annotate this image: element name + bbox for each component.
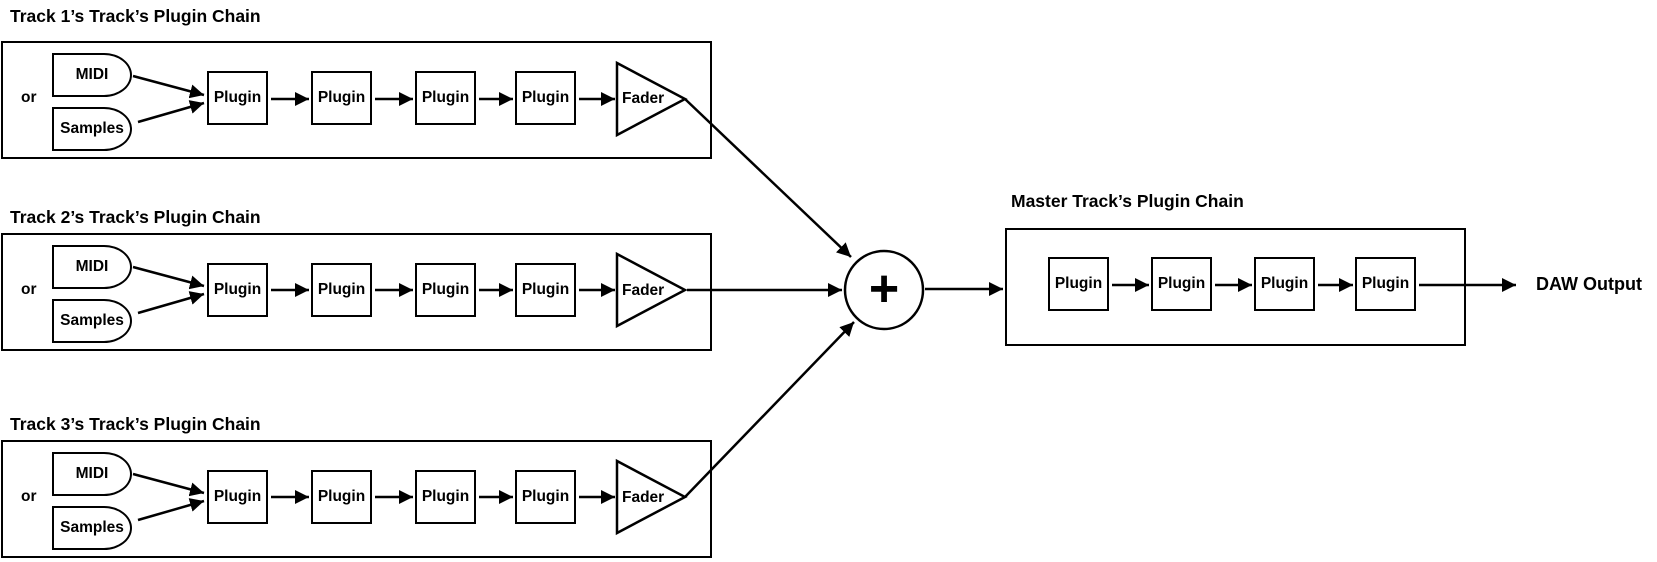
master-plugin-3: Plugin: [1254, 257, 1315, 311]
track1-fader-label: Fader: [622, 90, 665, 107]
track3-plugin-1: Plugin: [207, 470, 268, 524]
midi-label: MIDI: [75, 258, 109, 275]
master-plugin-4: Plugin: [1355, 257, 1416, 311]
track1-title: Track 1’s Track’s Plugin Chain: [10, 6, 261, 26]
samples-label: Samples: [60, 312, 124, 329]
track1-midi-input-shape: MIDI: [52, 53, 132, 97]
track3-or-label: or: [21, 488, 37, 505]
samples-label: Samples: [60, 120, 124, 137]
master-plugin-2: Plugin: [1151, 257, 1212, 311]
track1-or-label: or: [21, 89, 37, 106]
track1-samples-input-shape: Samples: [52, 107, 132, 151]
midi-label: MIDI: [75, 66, 109, 83]
track3-title: Track 3’s Track’s Plugin Chain: [10, 414, 261, 434]
track1-plugin-1: Plugin: [207, 71, 268, 125]
track2-title: Track 2’s Track’s Plugin Chain: [10, 207, 261, 227]
samples-label: Samples: [60, 519, 124, 536]
track2-arrows: [132, 265, 615, 315]
sum-node-symbol: +: [868, 260, 900, 318]
track3-fader-label: Fader: [622, 489, 665, 506]
track2-chain-box: or MIDI Samples Plugin Plugin Plugin Plu…: [1, 233, 712, 351]
master-chain-box: Plugin Plugin Plugin Plugin: [1005, 228, 1466, 346]
midi-label: MIDI: [75, 465, 109, 482]
track2-plugin-1: Plugin: [207, 263, 268, 317]
track2-midi-input-shape: MIDI: [52, 245, 132, 289]
track1-plugin-3: Plugin: [415, 71, 476, 125]
track2-plugin-4: Plugin: [515, 263, 576, 317]
track1-plugin-4: Plugin: [515, 71, 576, 125]
track3-chain-box: or MIDI Samples Plugin Plugin Plugin Plu…: [1, 440, 712, 558]
track3-midi-input-shape: MIDI: [52, 452, 132, 496]
master-title: Master Track’s Plugin Chain: [1011, 191, 1244, 211]
track2-samples-input-shape: Samples: [52, 299, 132, 343]
track3-plugin-2: Plugin: [311, 470, 372, 524]
track1-plugin-2: Plugin: [311, 71, 372, 125]
track3-arrows: [132, 472, 615, 522]
track2-plugin-2: Plugin: [311, 263, 372, 317]
fader-triangle: [615, 458, 688, 536]
track1-arrows: [132, 74, 615, 124]
track3-plugin-3: Plugin: [415, 470, 476, 524]
track2-fader-label: Fader: [622, 282, 665, 299]
track3-samples-input-shape: Samples: [52, 506, 132, 550]
track2-or-label: or: [21, 281, 37, 298]
daw-output-label: DAW Output: [1536, 274, 1642, 294]
master-plugin-1: Plugin: [1048, 257, 1109, 311]
track3-plugin-4: Plugin: [515, 470, 576, 524]
fader-triangle: [615, 251, 688, 329]
track1-chain-box: or MIDI Samples Plugin Plugin Plugin Plu…: [1, 41, 712, 159]
track2-plugin-3: Plugin: [415, 263, 476, 317]
sum-input-arrows: [684, 98, 855, 498]
fader-triangle: [615, 60, 688, 138]
sum-circle: [843, 249, 925, 331]
